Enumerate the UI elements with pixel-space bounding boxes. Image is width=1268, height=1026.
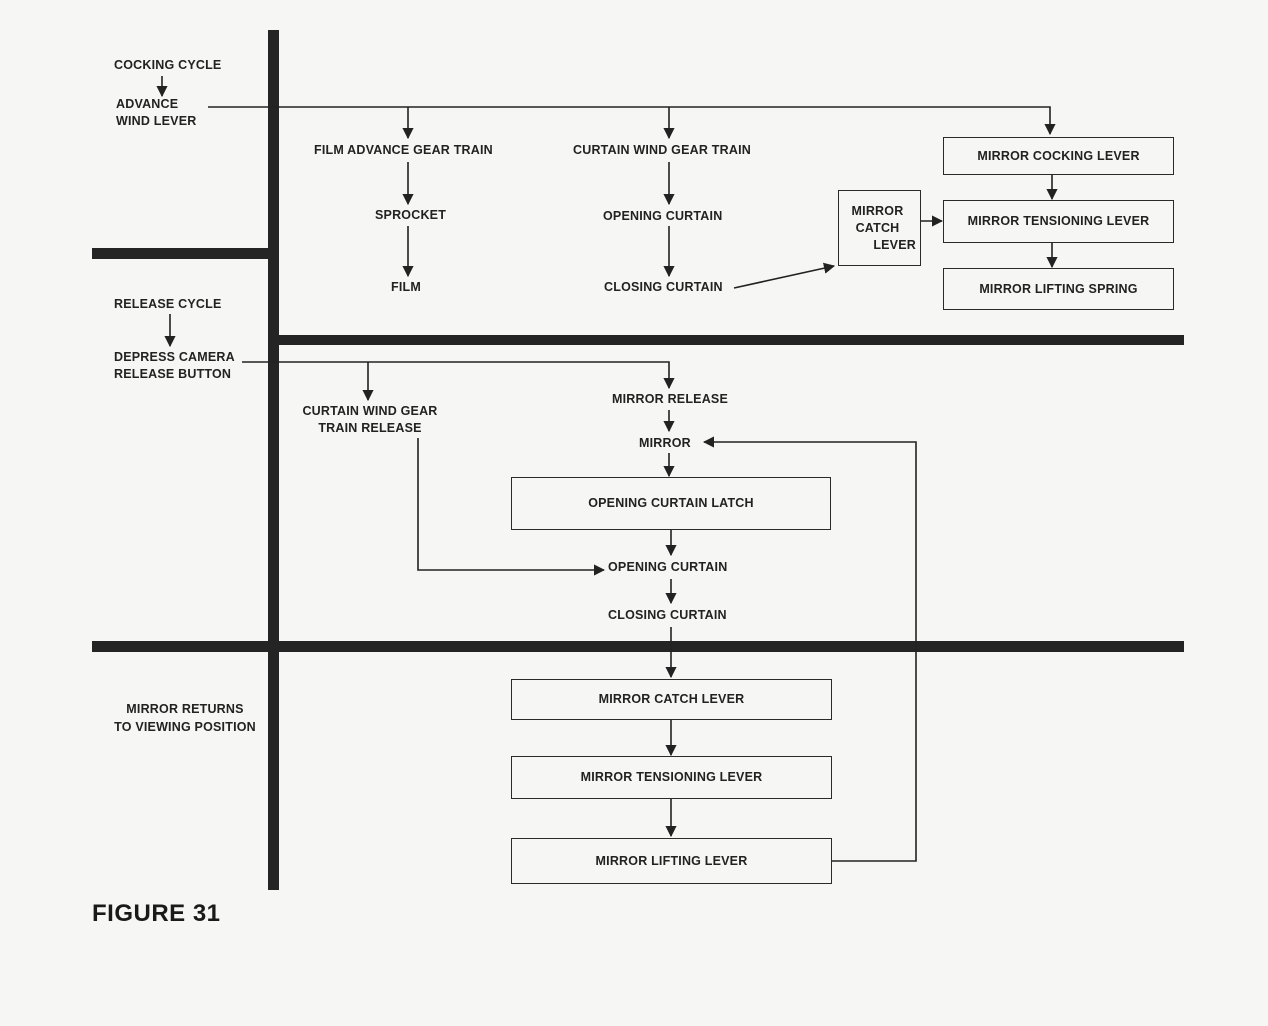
mirror-label: MIRROR xyxy=(639,436,691,450)
line-depress-main xyxy=(242,361,675,390)
mirror-tensioning-lever-box-top: MIRROR TENSIONING LEVER xyxy=(943,200,1174,243)
mirror-catch-lever-box: MIRROR CATCH LEVER xyxy=(838,190,921,266)
opening-curtain-latch-label: OPENING CURTAIN LATCH xyxy=(588,496,754,510)
divider-cocking-release xyxy=(274,335,1184,345)
mirror-lifting-lever-box: MIRROR LIFTING LEVER xyxy=(511,838,832,884)
film-label: FILM xyxy=(391,280,421,294)
mirror-catch-line2: CATCH xyxy=(855,220,900,235)
mirror-returns-line1: MIRROR RETURNS xyxy=(126,702,244,716)
mirror-catch-lever-label-bottom: MIRROR CATCH LEVER xyxy=(598,692,745,706)
curtain-wind-gear-train-label: CURTAIN WIND GEAR TRAIN xyxy=(573,143,751,157)
mirror-tensioning-lever-box-bottom: MIRROR TENSIONING LEVER xyxy=(511,756,832,799)
opening-curtain-latch-box: OPENING CURTAIN LATCH xyxy=(511,477,831,530)
divider-cocking-left xyxy=(92,248,275,259)
release-opening-curtain-label: OPENING CURTAIN xyxy=(608,560,728,574)
opening-curtain-label: OPENING CURTAIN xyxy=(603,209,723,223)
mirror-catch-line3: LEVER xyxy=(873,237,916,252)
cocking-cycle-label: COCKING CYCLE xyxy=(114,58,222,72)
curtain-release-line2: TRAIN RELEASE xyxy=(318,421,422,435)
depress-label-line2: RELEASE BUTTON xyxy=(114,367,232,381)
release-closing-curtain-label: CLOSING CURTAIN xyxy=(608,608,727,622)
curtain-release-line1: CURTAIN WIND GEAR xyxy=(302,404,438,418)
film-advance-gear-train-label: FILM ADVANCE GEAR TRAIN xyxy=(314,143,493,157)
vertical-divider xyxy=(268,30,279,890)
mirror-lifting-lever-label: MIRROR LIFTING LEVER xyxy=(595,853,748,868)
line-curtain-release-to-opening xyxy=(417,438,606,576)
divider-release-return xyxy=(92,641,1184,652)
advance-label-line1: ADVANCE xyxy=(116,97,179,111)
sprocket-label: SPROCKET xyxy=(375,208,447,222)
line-lifting-back-to-mirror xyxy=(702,436,917,862)
mirror-release-label: MIRROR RELEASE xyxy=(612,392,729,406)
mirror-tensioning-lever-label-bottom: MIRROR TENSIONING LEVER xyxy=(580,770,763,784)
mirror-catch-line1: MIRROR xyxy=(851,203,904,218)
arrow-closing-to-catch xyxy=(733,262,836,289)
mirror-returns-line2: TO VIEWING POSITION xyxy=(114,720,256,734)
release-cycle-label: RELEASE CYCLE xyxy=(114,297,222,311)
figure-caption: FIGURE 31 xyxy=(92,900,221,927)
mirror-lifting-spring-label: MIRROR LIFTING SPRING xyxy=(979,281,1138,296)
mirror-lifting-spring-box: MIRROR LIFTING SPRING xyxy=(943,268,1174,310)
depress-label-line1: DEPRESS CAMERA xyxy=(114,350,235,364)
advance-label-line2: WIND LEVER xyxy=(116,114,197,128)
closing-curtain-label: CLOSING CURTAIN xyxy=(604,280,723,294)
line-advance-main xyxy=(208,106,1056,136)
mirror-catch-lever-box-bottom: MIRROR CATCH LEVER xyxy=(511,679,832,720)
mirror-cocking-lever-label: MIRROR COCKING LEVER xyxy=(977,148,1140,163)
mirror-tensioning-lever-label-top: MIRROR TENSIONING LEVER xyxy=(967,214,1150,228)
mirror-cocking-lever-box: MIRROR COCKING LEVER xyxy=(943,137,1174,175)
